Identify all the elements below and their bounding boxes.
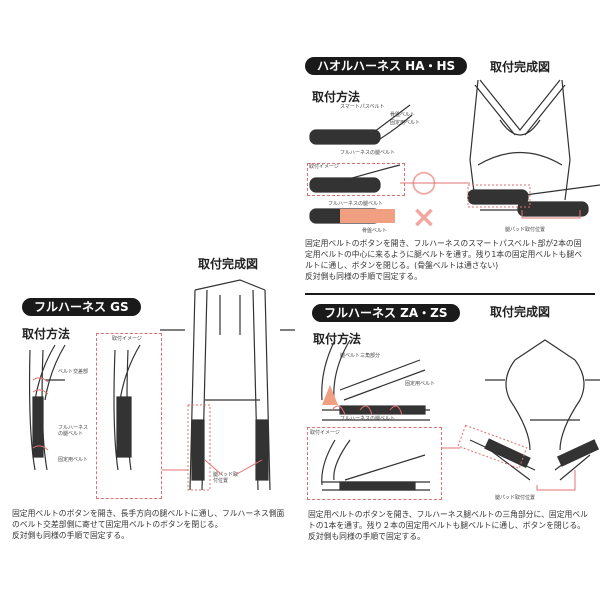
gs-illustration bbox=[28, 279, 295, 491]
label-fixing-gs: 固定用ベルト bbox=[58, 457, 89, 463]
section-divider bbox=[305, 293, 595, 295]
label-cross: ベルト交差部 bbox=[58, 369, 89, 375]
instructions-za: 固定用ベルトのボタンを開き、フルハーネス腿ベルトの三角部分に、固定用ベル トの1… bbox=[308, 509, 600, 542]
image-box-za bbox=[307, 427, 442, 500]
method-heading-gs: 取付方法 bbox=[22, 327, 71, 341]
label-fixing-za: 固定用ベルト bbox=[405, 381, 436, 387]
instructions-gs: 固定用ベルトのボタンを開き、長手方向の腿ベルトに通し、フルハーネス側面 のベルト… bbox=[12, 508, 302, 541]
complete-heading-za: 取付完成図 bbox=[490, 305, 551, 319]
instruction-line: 反対側も同様の手順で固定する。 bbox=[305, 272, 422, 281]
label-fixing: 固定用ベルト bbox=[390, 120, 421, 126]
label-triangle: 腿ベルト三角部分 bbox=[340, 353, 381, 359]
instruction-line: ルトに通し、ボタンを閉じる。(骨盤ベルトは通さない) bbox=[305, 261, 499, 270]
label-leg: フルハーネスの腿ベルト bbox=[340, 150, 396, 156]
ok-mark: ○ bbox=[410, 166, 438, 198]
label-pad-ha: 腿パッド取付位置 bbox=[505, 227, 546, 233]
section-title-gs: フルハーネス GS bbox=[22, 298, 141, 316]
label-image-ha: 取付イメージ bbox=[309, 164, 339, 170]
label-pad-za: 腿パッド取付位置 bbox=[495, 495, 536, 501]
label-pelvis: 骨盤ベルト bbox=[390, 112, 416, 118]
instruction-line: トの1本を通す。残り２本の固定用ベルトも腿ベルトに通し、ボタンを閉じる。 bbox=[308, 521, 586, 530]
instruction-line: 反対側も同様の手順で固定する。 bbox=[308, 532, 425, 541]
label-leg-za: フルハーネスの腿ベルト bbox=[340, 416, 396, 422]
label-pad-gs: 腿パッド取付位置 bbox=[213, 472, 239, 484]
ha-illustration bbox=[309, 79, 600, 224]
section-title-ha-hs: ハオルハーネス HA・HS bbox=[305, 57, 468, 75]
instructions-ha: 固定用ベルトのボタンを開き、フルハーネスのスマートパスベルト部が2本の固 定用ベ… bbox=[305, 238, 600, 282]
image-box-gs bbox=[96, 333, 162, 499]
label-image-gs: 取付イメージ bbox=[112, 336, 142, 342]
instruction-line: 固定用ベルトのボタンを開き、フルハーネス腿ベルトの三角部分に、固定用ベル bbox=[308, 510, 588, 519]
image-box-ha bbox=[307, 163, 405, 196]
label-smart: スマートパスベルト bbox=[340, 104, 385, 110]
section-title-za-zs: フルハーネス ZA・ZS bbox=[312, 304, 460, 322]
label-leg2: フルハーネスの腿ベルト bbox=[328, 201, 384, 207]
label-leg-gs: フルハーネスの腿ベルト bbox=[58, 425, 89, 437]
label-pelvis2: 骨盤ベルト bbox=[362, 228, 388, 234]
instruction-line: 固定用ベルトのボタンを開き、長手方向の腿ベルトに通し、フルハーネス側面 bbox=[12, 509, 285, 518]
ng-mark: × bbox=[411, 202, 437, 234]
complete-heading-ha: 取付完成図 bbox=[490, 60, 551, 74]
instruction-line: 反対側も同様の手順で固定する。 bbox=[12, 531, 129, 540]
instruction-line: 定用ベルトの中心に来るように腿ベルトを通す。残り1本の固定用ベルトも腿ベ bbox=[305, 250, 583, 259]
instruction-line: 固定用ベルトのボタンを開き、フルハーネスのスマートパスベルト部が2本の固 bbox=[305, 239, 582, 248]
za-illustration bbox=[321, 339, 600, 491]
complete-heading-gs: 取付完成図 bbox=[198, 257, 259, 271]
instruction-line: のベルト交差部側に寄せて固定用ベルトのボタンを閉じる。 bbox=[12, 520, 223, 529]
label-image-za: 取付イメージ bbox=[310, 430, 340, 436]
method-heading-ha: 取付方法 bbox=[312, 90, 361, 104]
